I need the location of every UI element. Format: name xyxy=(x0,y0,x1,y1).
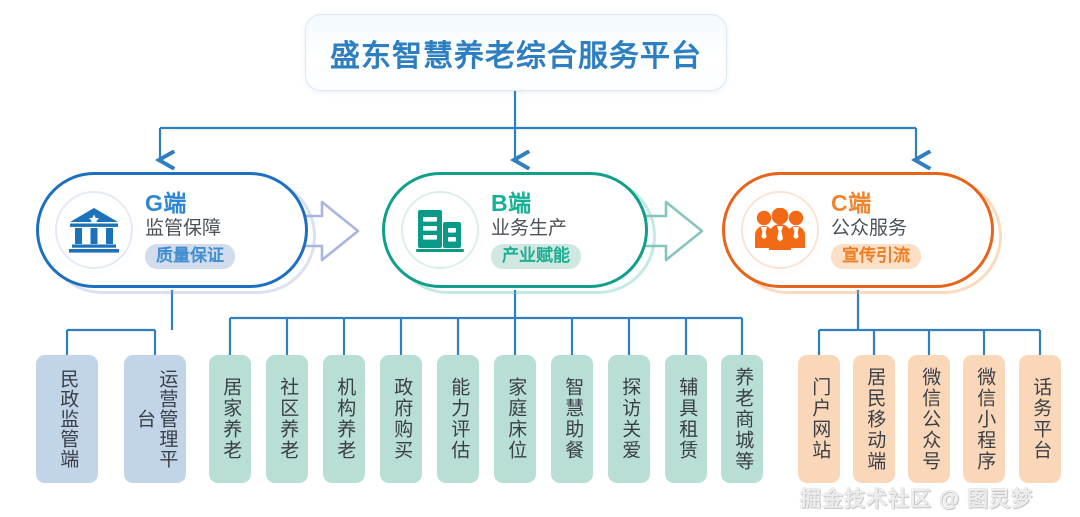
leaf-box-g-0[interactable]: 民政监管端 xyxy=(36,355,98,483)
government-building-glyph xyxy=(69,208,119,253)
leaf-box-c-3[interactable]: 微信小程序 xyxy=(963,355,1005,483)
leaf-box-g-1[interactable]: 运营管理平台 xyxy=(124,355,186,483)
section-badge-b: 产业赋能 xyxy=(491,243,581,270)
section-card-g[interactable]: G端 监管保障 质量保证 xyxy=(36,172,308,288)
section-code-g: G端 xyxy=(145,189,187,216)
section-card-c[interactable]: C端 公众服务 宣传引流 xyxy=(722,172,994,288)
leaf-box-c-2[interactable]: 微信公众号 xyxy=(908,355,950,483)
leaf-label: 辅具租赁 xyxy=(676,377,698,461)
people-group-icon xyxy=(741,191,819,269)
leaf-label: 居家养老 xyxy=(220,377,242,461)
leaf-label: 社区养老 xyxy=(277,377,299,461)
leaf-label: 运营管理平台 xyxy=(134,369,178,469)
flow-arrow-b-to-c-icon xyxy=(640,200,704,262)
office-building-icon xyxy=(401,191,479,269)
leaf-label: 机构养老 xyxy=(334,377,356,461)
leaf-label: 门户网站 xyxy=(809,377,831,461)
leaf-box-b-0[interactable]: 居家养老 xyxy=(209,355,251,483)
leaf-box-c-0[interactable]: 门户网站 xyxy=(798,355,840,483)
leaf-box-b-6[interactable]: 智慧助餐 xyxy=(551,355,593,483)
leaf-label: 政府购买 xyxy=(391,377,413,461)
leaf-box-b-5[interactable]: 家庭床位 xyxy=(494,355,536,483)
leaf-box-b-4[interactable]: 能力评估 xyxy=(437,355,479,483)
leaf-label: 居民移动端 xyxy=(864,366,886,472)
leaf-box-b-7[interactable]: 探访关爱 xyxy=(608,355,650,483)
section-code-c: C端 xyxy=(831,189,872,216)
leaf-label: 民政监管端 xyxy=(57,369,79,469)
leaf-box-b-9[interactable]: 养老商城等 xyxy=(721,355,763,483)
leaf-label: 话务平台 xyxy=(1030,377,1052,461)
section-text-b: B端 业务生产 产业赋能 xyxy=(491,189,581,270)
leaf-label: 养老商城等 xyxy=(732,366,754,472)
section-badge-g: 质量保证 xyxy=(145,243,235,270)
section-subtitle-c: 公众服务 xyxy=(831,217,908,239)
leaf-box-b-3[interactable]: 政府购买 xyxy=(380,355,422,483)
leaf-label: 微信小程序 xyxy=(974,366,996,472)
leaf-box-b-8[interactable]: 辅具租赁 xyxy=(665,355,707,483)
section-subtitle-g: 监管保障 xyxy=(145,217,222,239)
leaf-box-c-4[interactable]: 话务平台 xyxy=(1019,355,1061,483)
leaf-label: 家庭床位 xyxy=(505,377,527,461)
people-group-glyph xyxy=(755,208,805,250)
section-subtitle-b: 业务生产 xyxy=(491,217,568,239)
section-code-b: B端 xyxy=(491,189,532,216)
leaf-label: 微信公众号 xyxy=(919,366,941,472)
section-text-c: C端 公众服务 宣传引流 xyxy=(831,189,921,270)
section-card-b[interactable]: B端 业务生产 产业赋能 xyxy=(382,172,648,288)
leaf-label: 探访关爱 xyxy=(619,377,641,461)
section-text-g: G端 监管保障 质量保证 xyxy=(145,189,235,270)
section-badge-c: 宣传引流 xyxy=(831,243,921,270)
office-building-glyph xyxy=(416,210,464,252)
government-building-icon xyxy=(55,191,133,269)
watermark: 掘金技术社区 @ 图灵梦 xyxy=(800,488,1034,511)
leaf-box-b-2[interactable]: 机构养老 xyxy=(323,355,365,483)
leaf-box-b-1[interactable]: 社区养老 xyxy=(266,355,308,483)
leaf-label: 能力评估 xyxy=(448,377,470,461)
leaf-box-c-1[interactable]: 居民移动端 xyxy=(853,355,895,483)
page-title: 盛东智慧养老综合服务平台 xyxy=(330,39,702,73)
leaf-label: 智慧助餐 xyxy=(562,377,584,461)
platform-title-box: 盛东智慧养老综合服务平台 xyxy=(305,14,727,91)
